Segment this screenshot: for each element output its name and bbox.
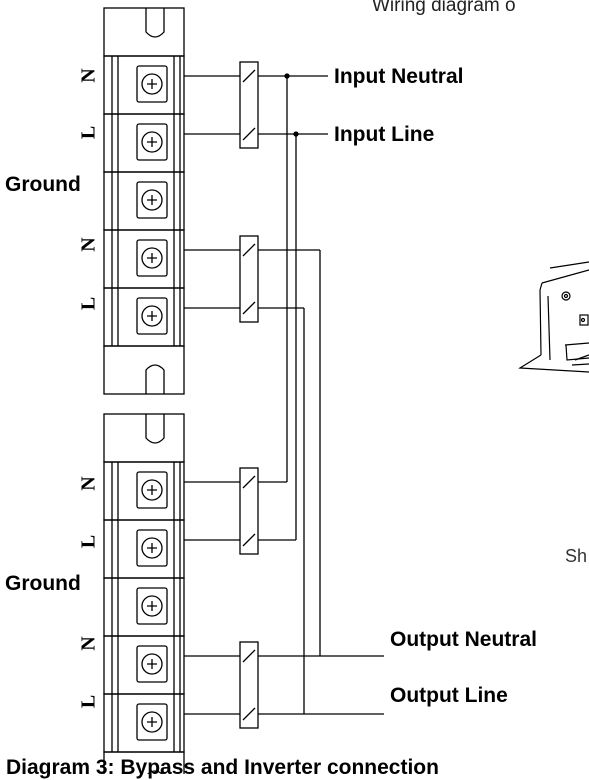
terminal-pad <box>136 529 168 567</box>
junction-dot-0 <box>284 73 290 79</box>
screw-icon <box>141 305 163 327</box>
terminal-frame <box>103 635 185 695</box>
screw-slot <box>147 485 157 495</box>
breaker-contact <box>242 243 256 257</box>
screw-icon <box>141 653 163 675</box>
top-breaker-1 <box>239 61 259 149</box>
bottom-bottom-slot <box>147 770 163 774</box>
top-terminal-block <box>103 7 185 395</box>
screw-slot <box>147 659 157 669</box>
input-neutral-label: Input Neutral <box>334 65 464 88</box>
terminal-frame <box>103 229 185 289</box>
terminal-frame <box>103 55 185 115</box>
screw-slot <box>147 311 157 321</box>
top-terminal-n2-label: N <box>77 237 100 252</box>
output-line-label: Output Line <box>390 684 508 707</box>
breaker-contact <box>242 533 256 547</box>
top-top-slot <box>145 8 165 38</box>
terminal-pad <box>136 239 168 277</box>
breaker-contact <box>242 301 256 315</box>
terminal-frame <box>103 171 185 231</box>
terminal-frame <box>103 461 185 521</box>
screw-icon <box>141 711 163 733</box>
top-top-cap <box>103 7 185 57</box>
screw-slot <box>147 717 157 727</box>
terminal-pad <box>136 645 168 683</box>
bottom-caption: Diagram 3: Bypass and Inverter connectio… <box>6 756 439 779</box>
terminal-frame <box>103 577 185 637</box>
top-bottom-cap <box>103 345 185 395</box>
terminal-pad <box>136 123 168 161</box>
bottom-breaker-1 <box>239 467 259 555</box>
top-terminal-l2-label: L <box>77 296 100 311</box>
bottom-terminal-2 <box>103 519 185 579</box>
bottom-terminal-l1-label: L <box>77 534 100 549</box>
screw-slot <box>147 195 157 205</box>
terminal-pad <box>136 587 168 625</box>
title-text: Wiring diagram o <box>372 0 516 16</box>
bottom-terminal-1 <box>103 461 185 521</box>
screw-icon <box>141 73 163 95</box>
input-line-label: Input Line <box>334 123 435 146</box>
screw-slot <box>147 543 157 553</box>
bottom-terminal-4 <box>103 635 185 695</box>
breaker-contact <box>242 127 256 141</box>
screw-icon <box>141 189 163 211</box>
terminal-pad <box>136 297 168 335</box>
bottom-terminal-n2-label: N <box>77 636 100 651</box>
screw-icon <box>141 247 163 269</box>
device-illustration <box>518 261 589 373</box>
breaker-contact <box>242 475 256 489</box>
bottom-terminal-5 <box>103 693 185 753</box>
bottom-terminal-n1-label: N <box>77 476 100 491</box>
breaker-contact <box>242 707 256 721</box>
screw-slot <box>147 79 157 89</box>
top-ground-label: Ground <box>5 173 81 196</box>
output-neutral-label: Output Neutral <box>390 628 537 651</box>
bottom-terminal-l2-label: L <box>77 694 100 709</box>
top-terminal-n1-label: N <box>77 68 100 83</box>
bottom-bottom-cap <box>103 751 185 774</box>
bottom-terminal-3 <box>103 577 185 637</box>
top-terminal-1 <box>103 55 185 115</box>
top-terminal-2 <box>103 113 185 173</box>
bottom-breaker-2 <box>239 641 259 729</box>
top-terminal-3 <box>103 171 185 231</box>
screw-slot <box>147 601 157 611</box>
breaker-contact <box>242 69 256 83</box>
terminal-pad <box>136 471 168 509</box>
terminal-frame <box>103 113 185 173</box>
bottom-top-slot <box>145 414 165 444</box>
bottom-top-cap <box>103 413 185 463</box>
bottom-terminal-block <box>103 413 185 774</box>
terminal-frame <box>103 519 185 579</box>
breaker-body <box>239 641 259 729</box>
terminal-pad <box>136 181 168 219</box>
top-terminal-4 <box>103 229 185 289</box>
terminal-frame <box>103 287 185 347</box>
terminal-pad <box>136 65 168 103</box>
screw-icon <box>141 479 163 501</box>
screw-icon <box>141 537 163 559</box>
bottom-ground-label: Ground <box>5 572 81 595</box>
top-terminal-l1-label: L <box>77 125 100 140</box>
breaker-body <box>239 467 259 555</box>
side-caption: Sh <box>565 546 588 566</box>
top-breaker-2 <box>239 235 259 323</box>
screw-icon <box>141 131 163 153</box>
breaker-body <box>239 61 259 149</box>
top-bottom-slot <box>145 364 165 394</box>
screw-icon <box>141 595 163 617</box>
breaker-contact <box>242 649 256 663</box>
breaker-body <box>239 235 259 323</box>
top-terminal-5 <box>103 287 185 347</box>
terminal-frame <box>103 693 185 753</box>
screw-slot <box>147 253 157 263</box>
screw-slot <box>147 137 157 147</box>
junction-dot-1 <box>293 131 299 137</box>
terminal-pad <box>136 703 168 741</box>
